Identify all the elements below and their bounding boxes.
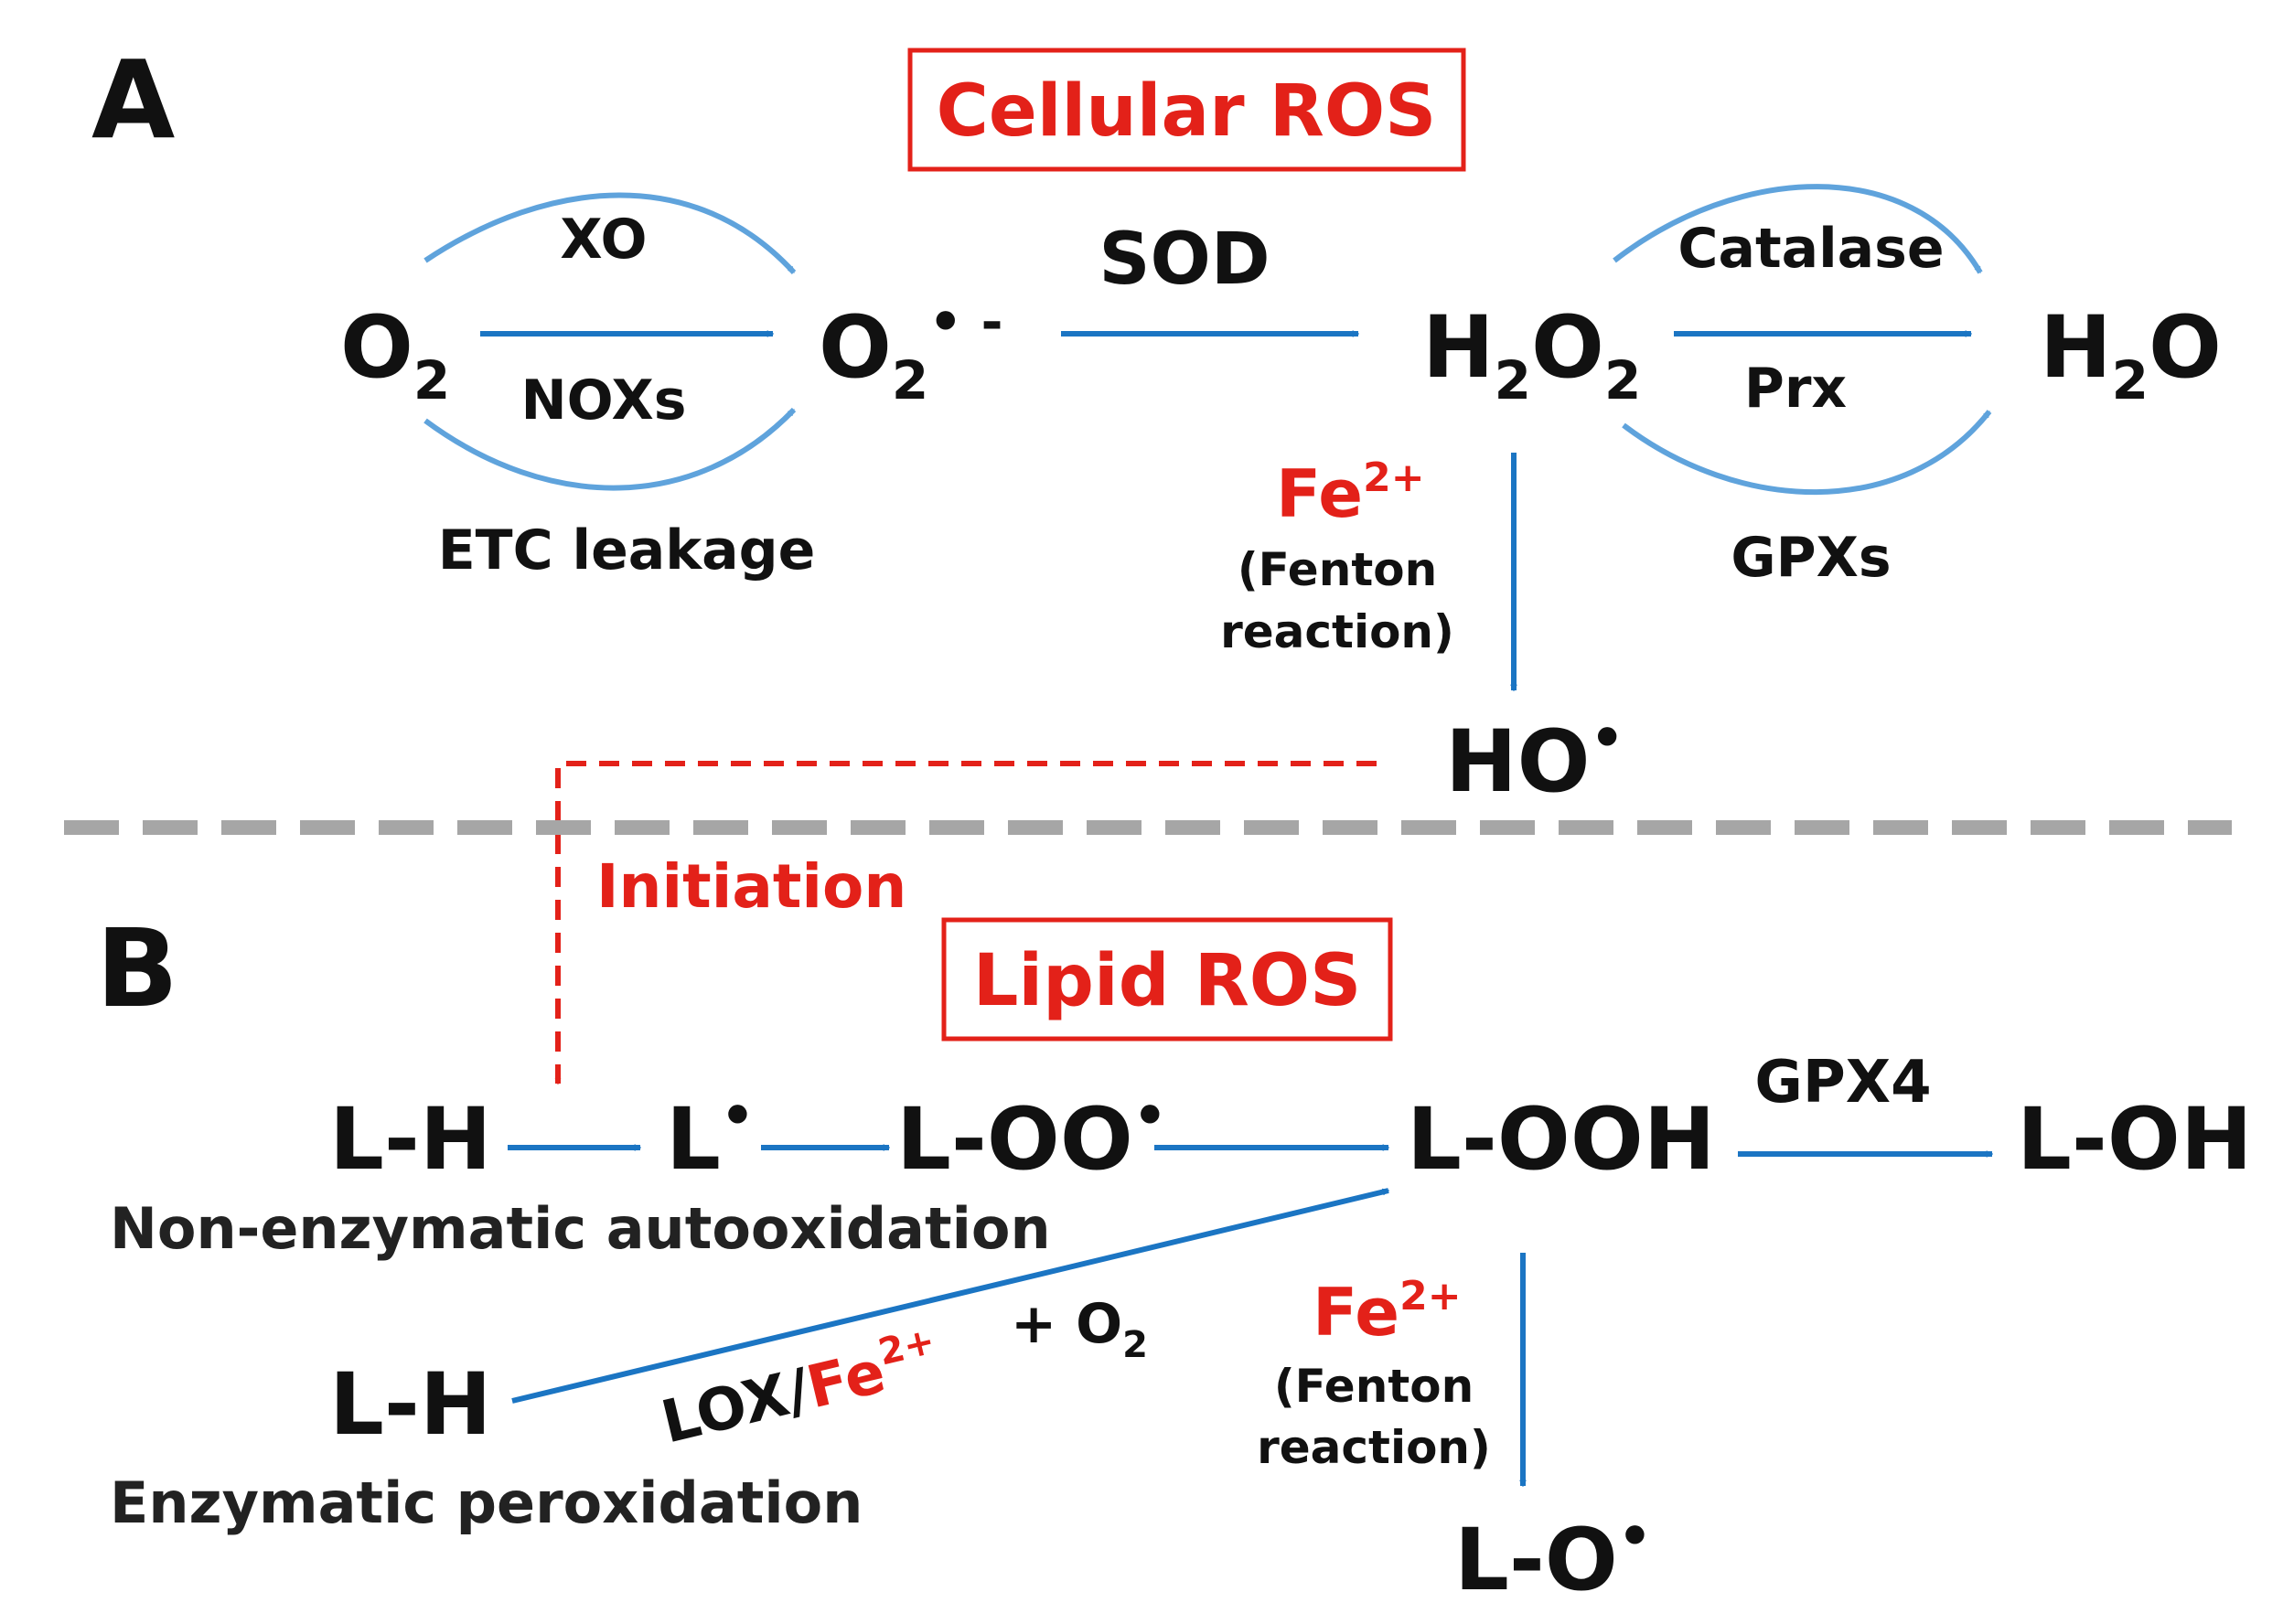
cellular-ros-title: Cellular ROS — [937, 70, 1437, 153]
fe2-label-b: Fe2+ — [1313, 1273, 1462, 1351]
fenton-line1-a: (Fenton — [1238, 543, 1437, 596]
enzymatic-arrow — [511, 1188, 1388, 1404]
fenton-line1-b: (Fenton — [1274, 1360, 1474, 1413]
xo-label: XO — [560, 208, 647, 272]
panel-b-label: B — [96, 905, 178, 1031]
etc-leakage-label: ETC leakage — [438, 518, 816, 582]
fenton-line2-a: reaction) — [1220, 605, 1454, 658]
catalase-label: Catalase — [1677, 217, 1944, 281]
water-label: H2O — [2040, 298, 2222, 411]
loh-label: L-OH — [2017, 1090, 2253, 1190]
lh-label-1: L-H — [329, 1090, 492, 1190]
superoxide-label: O2• - — [819, 291, 1003, 411]
fenton-line2-b: reaction) — [1257, 1421, 1491, 1474]
hydroxyl-radical-label: HO• — [1445, 707, 1624, 812]
oxygen-label: O2 — [340, 298, 450, 411]
gpxs-curved-arrow — [1622, 410, 1992, 496]
non-enzymatic-label: Non-enzymatic autooxidation — [110, 1195, 1051, 1262]
gpxs-label: GPXs — [1731, 526, 1891, 590]
catalase-curved-arrow — [1613, 184, 1983, 274]
hydrogen-peroxide-label: H2O2 — [1422, 298, 1641, 411]
alkoxyl-radical-label: L-O• — [1454, 1505, 1652, 1610]
etc-curved-arrow — [423, 407, 797, 491]
sod-label: SOD — [1099, 219, 1270, 301]
looh-label: L-OOH — [1407, 1090, 1715, 1190]
peroxyl-radical-label: L-OO• — [896, 1084, 1167, 1190]
xo-curved-arrow — [423, 192, 797, 275]
prx-label: Prx — [1744, 357, 1847, 421]
fe2-label-a: Fe2+ — [1276, 454, 1425, 532]
lipid-ros-title: Lipid ROS — [973, 940, 1362, 1022]
cellular-ros-box — [907, 48, 1466, 172]
enzymatic-peroxidation-label: Enzymatic peroxidation — [110, 1469, 863, 1536]
gpx4-label: GPX4 — [1754, 1049, 1931, 1116]
lh-label-2: L-H — [329, 1355, 492, 1455]
initiation-dashed-arrow — [554, 761, 1377, 1085]
plus-o2-label: + O2 — [1011, 1292, 1148, 1366]
noxs-label: NOXs — [520, 369, 686, 433]
lipid-ros-box — [941, 917, 1393, 1042]
lipid-radical-label: L• — [666, 1084, 755, 1190]
initiation-label: Initiation — [596, 851, 906, 922]
panel-a-label: A — [91, 37, 175, 163]
lox-fe-label: LOX/Fe2+ — [654, 1320, 946, 1458]
